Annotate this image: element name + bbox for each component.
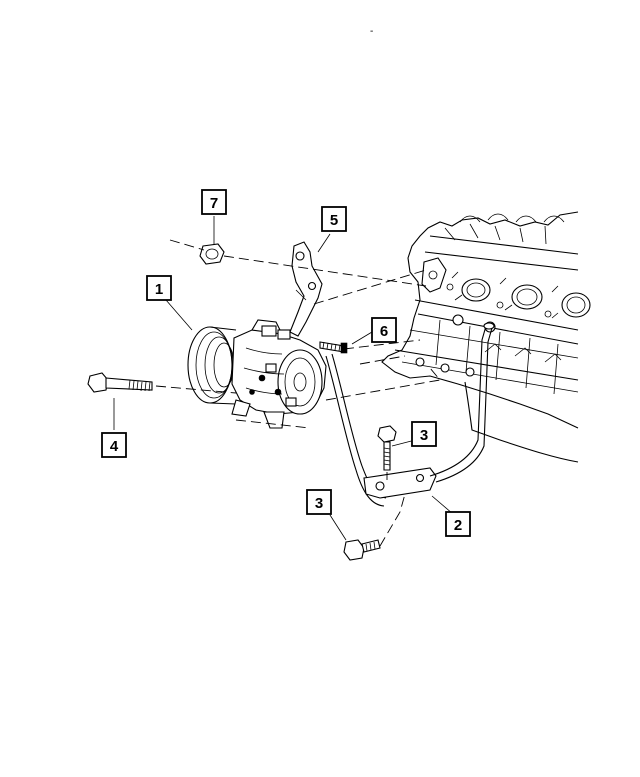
- callout-6: 6: [371, 317, 397, 343]
- callout-4: 4: [101, 432, 127, 458]
- header-mark: -: [370, 26, 373, 37]
- callout-2: 2: [445, 511, 471, 537]
- svg-text:2: 2: [454, 517, 462, 534]
- callout-5: 5: [321, 206, 347, 232]
- svg-text:3: 3: [315, 495, 323, 512]
- svg-text:6: 6: [380, 323, 388, 340]
- callout-7: 7: [201, 189, 227, 215]
- lower-bracket: [325, 322, 495, 507]
- svg-text:4: 4: [110, 438, 119, 455]
- alignment-lines: [155, 239, 441, 547]
- bolt-4: [87, 372, 153, 393]
- callout-1: 1: [146, 275, 172, 301]
- callout-3-upper: 3: [411, 421, 437, 447]
- svg-text:1: 1: [155, 281, 163, 298]
- svg-text:7: 7: [210, 195, 218, 212]
- svg-text:5: 5: [330, 212, 338, 229]
- bolt-6: [319, 341, 348, 354]
- nut-7: [199, 243, 225, 265]
- ac-compressor: [187, 319, 327, 429]
- upper-bracket: [289, 241, 323, 337]
- bolt-3-lower: [343, 539, 381, 561]
- callout-3-lower: 3: [306, 489, 332, 515]
- svg-text:3: 3: [420, 427, 428, 444]
- bolt-3-upper: [377, 425, 397, 471]
